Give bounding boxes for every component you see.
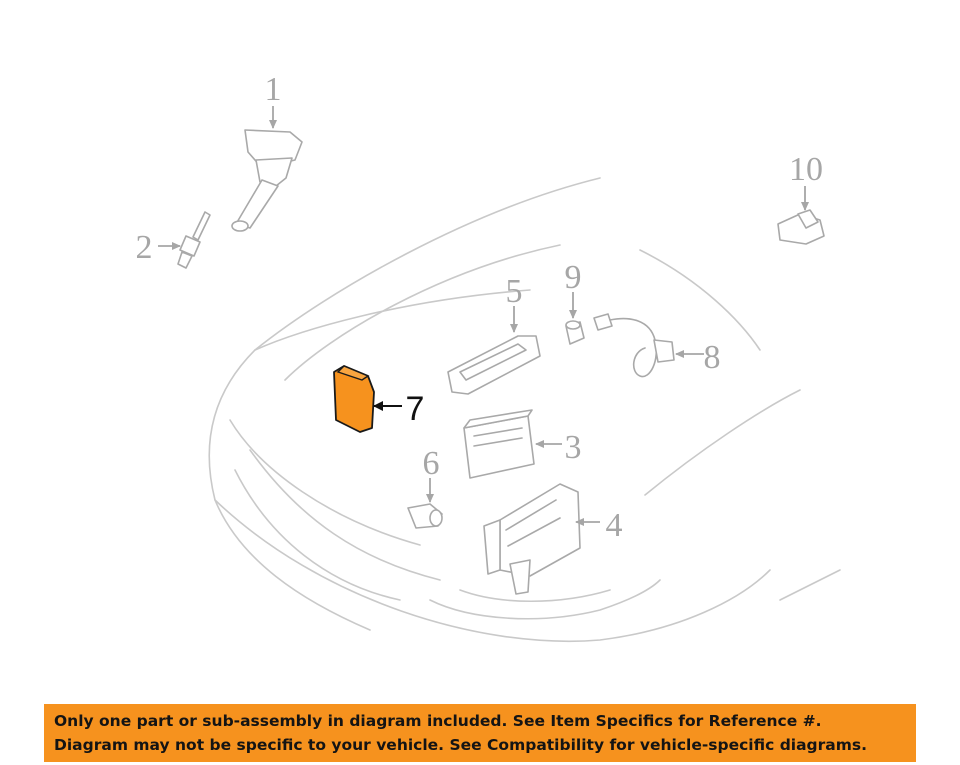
callout-2: 2	[136, 229, 153, 266]
wire-sensor-part-8[interactable]	[593, 313, 675, 378]
ecu-part-3[interactable]	[463, 409, 535, 479]
callout-6: 6	[423, 445, 440, 482]
disclaimer-line-2: Diagram may not be specific to your vehi…	[54, 736, 868, 754]
spark-plug-part[interactable]	[177, 211, 211, 269]
cover-part-5[interactable]	[447, 335, 541, 395]
callout-1: 1	[265, 71, 282, 108]
ignition-coil-part[interactable]	[231, 129, 303, 232]
grommet-part-9[interactable]	[565, 320, 585, 345]
sensor-part-10[interactable]	[777, 209, 825, 245]
callout-7: 7	[406, 390, 425, 428]
callout-arrows	[158, 106, 809, 526]
highlighted-part-7[interactable]	[333, 365, 375, 433]
disclaimer-banner: Only one part or sub-assembly in diagram…	[44, 704, 916, 762]
bracket-part-4[interactable]	[483, 483, 581, 595]
callout-8: 8	[704, 339, 721, 376]
callout-10: 10	[789, 151, 823, 188]
parts-diagram: 1 2 3 4 5 6 7 8 9 10	[136, 71, 841, 643]
disclaimer-line-1: Only one part or sub-assembly in diagram…	[54, 712, 822, 730]
callout-4: 4	[606, 507, 623, 544]
callout-3: 3	[565, 429, 582, 466]
connector-part-6[interactable]	[407, 503, 443, 529]
callout-5: 5	[506, 273, 523, 310]
vehicle-outline	[208, 177, 841, 643]
callout-9: 9	[565, 259, 582, 296]
